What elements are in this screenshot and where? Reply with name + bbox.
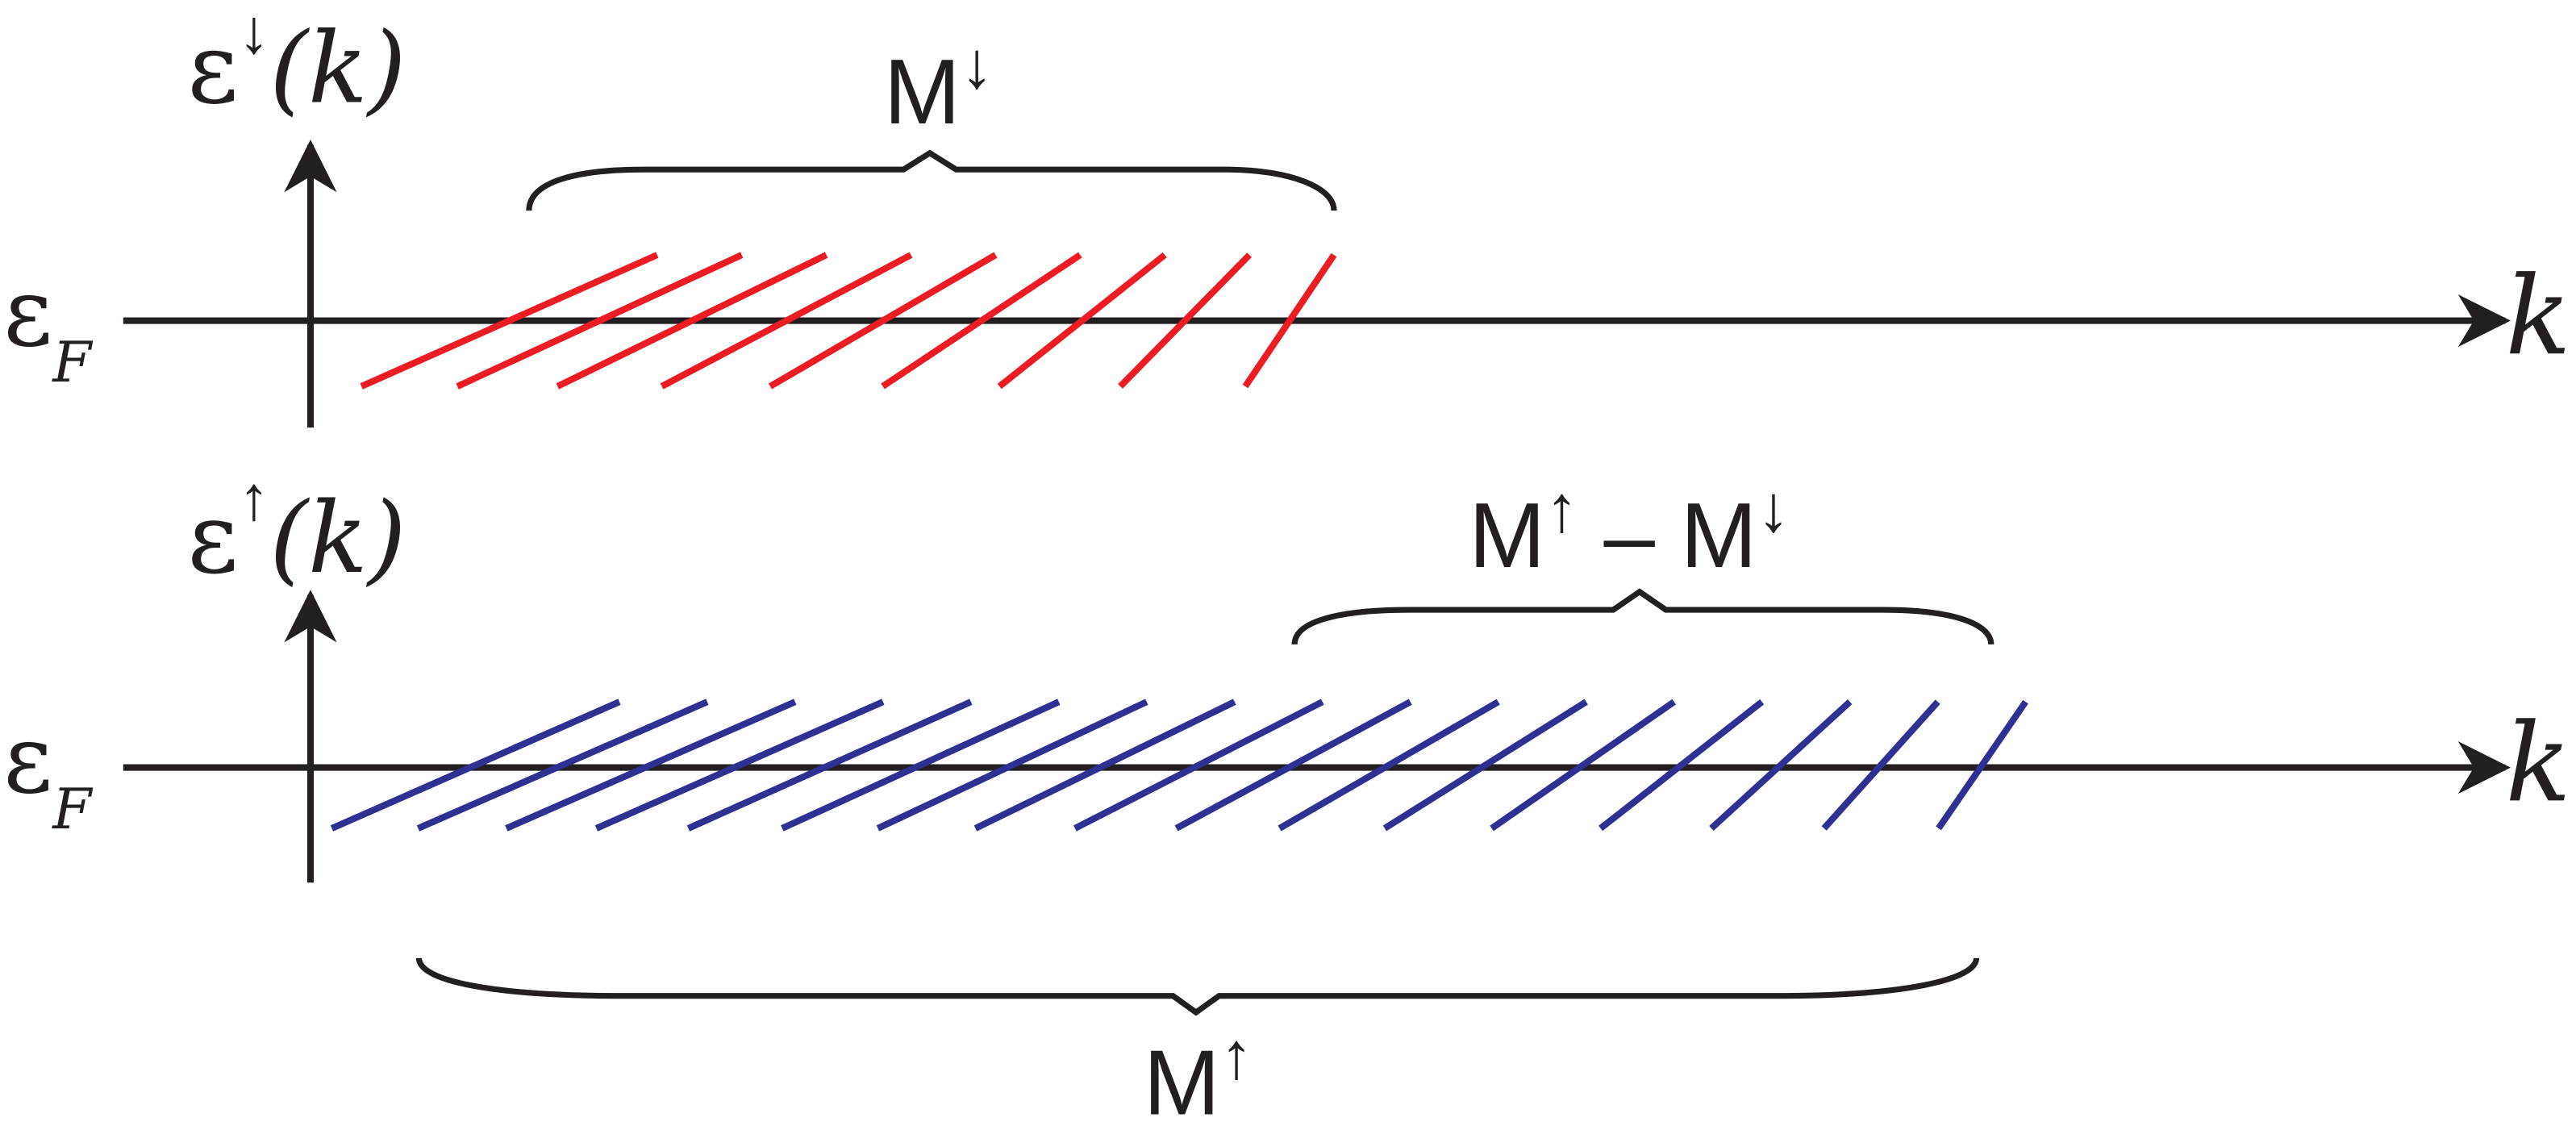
spin-up-state-line: [1821, 699, 1940, 831]
top-k-label: k: [2505, 252, 2570, 379]
top-fermi-label: εF: [3, 256, 94, 395]
bottom-panel-spin-up: ε↑(k) εF k M↑ – M↓ M↑: [3, 464, 2571, 1126]
spin-up-state-line: [1278, 699, 1500, 832]
spin-up-occupied-states: [330, 699, 2028, 832]
spin-down-state-line: [997, 252, 1167, 390]
top-energy-label: ε↓(k): [187, 0, 406, 126]
spin-up-state-line: [1709, 699, 1853, 831]
spin-down-state-line: [1242, 252, 1337, 389]
bottom-fermi-label: εF: [3, 703, 94, 842]
spin-up-state-line: [330, 699, 621, 832]
spin-down-state-line: [556, 252, 828, 390]
bottom-brace: [415, 957, 1980, 1016]
spin-up-state-line: [594, 699, 885, 832]
spin-down-state-line: [660, 252, 913, 390]
spin-up-state-line: [1073, 699, 1324, 832]
spin-up-state-line: [505, 699, 797, 832]
bottom-brace-label: M↑: [1144, 1020, 1253, 1126]
spin-down-state-line: [881, 252, 1082, 390]
spin-down-occupied-states: [360, 252, 1337, 390]
spin-up-state-line: [1490, 699, 1677, 832]
spin-up-state-line: [1599, 699, 1765, 832]
spin-up-state-line: [686, 699, 973, 832]
bottom-k-label: k: [2505, 699, 2570, 826]
spin-up-state-line: [416, 699, 709, 832]
spin-down-state-line: [456, 252, 744, 390]
top-brace-label: M↓: [884, 28, 994, 144]
spin-up-state-line: [781, 699, 1061, 832]
spin-down-state-line: [768, 252, 998, 390]
middle-brace-label: M↑ – M↓: [1469, 472, 1790, 587]
spin-down-state-line: [1118, 252, 1253, 389]
bottom-energy-label: ε↑(k): [187, 464, 406, 595]
middle-brace: [1291, 588, 1995, 645]
top-brace: [526, 149, 1337, 211]
spin-up-state-line: [1382, 699, 1588, 832]
spin-up-state-line: [973, 699, 1236, 832]
spin-up-state-line: [1936, 699, 2028, 831]
spin-down-state-line: [360, 252, 659, 390]
spin-up-state-line: [876, 699, 1148, 832]
spin-up-state-line: [1174, 699, 1412, 832]
top-panel-spin-down: ε↓(k) εF k M↓: [3, 0, 2571, 427]
